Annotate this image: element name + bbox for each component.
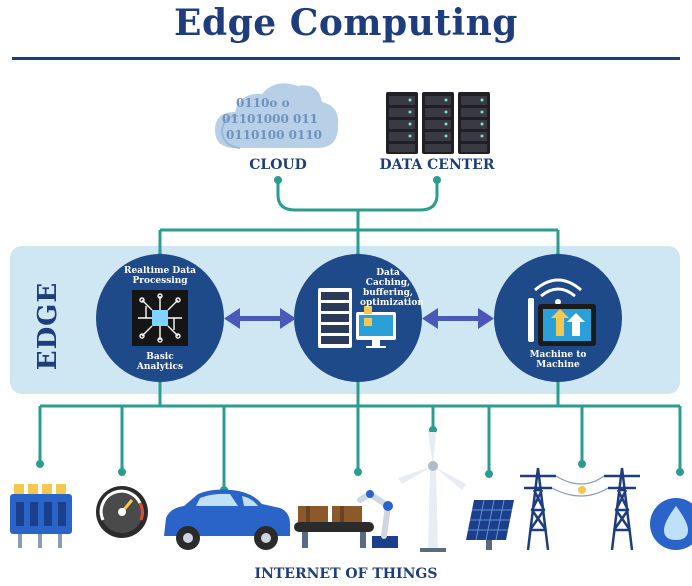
wind-turbine-icon	[398, 432, 466, 552]
node-caching-text: Data Caching, buffering, optimization	[360, 268, 424, 308]
cloud-label: CLOUD	[249, 157, 307, 173]
server-rack-2	[422, 92, 454, 154]
solar-panel-icon	[466, 499, 514, 550]
node-processing-bottom-text: Basic Analytics	[136, 352, 184, 372]
data-center-label: DATA CENTER	[379, 157, 495, 173]
water-drop-icon	[650, 498, 692, 550]
bottom-connectors	[38, 382, 682, 488]
cloud-binary-line-1: 0110o o	[236, 96, 290, 110]
server-rack-1	[386, 92, 418, 154]
iot-label: INTERNET OF THINGS	[254, 566, 438, 582]
node-processing-top-text: Realtime Data Processing	[123, 266, 197, 286]
m2m-icon	[528, 278, 596, 346]
cloud-binary-line-3: 0110100 0110	[226, 128, 323, 142]
chip-icon	[132, 290, 188, 346]
spark-icon	[578, 486, 586, 494]
data-center-icon	[386, 92, 490, 154]
double-arrow-left	[224, 308, 296, 329]
conveyor-robot-icon	[294, 490, 398, 548]
title-divider	[12, 57, 680, 60]
cloud-icon	[215, 83, 339, 149]
server-monitor-icon	[318, 288, 396, 348]
engine-icon	[10, 484, 72, 548]
power-tower-icon	[520, 467, 640, 551]
speedometer-icon	[96, 486, 148, 538]
double-arrow-right	[422, 308, 494, 329]
node-m2m-text: Machine to Machine	[529, 350, 587, 370]
server-rack-3	[458, 92, 490, 154]
top-connectors	[156, 176, 562, 261]
cloud-binary-line-2: 01101000 011	[222, 112, 319, 126]
car-icon	[164, 489, 290, 550]
page-title: Edge Computing	[174, 2, 518, 44]
